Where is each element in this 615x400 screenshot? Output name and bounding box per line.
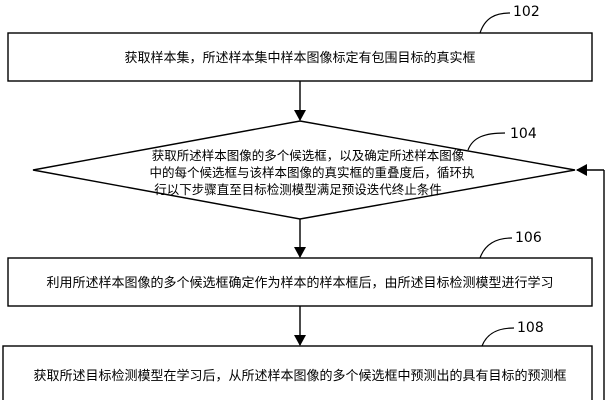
- step-102-leader: [479, 12, 511, 34]
- step-108-box: [2, 345, 593, 400]
- step-108-label: 获取所述目标检测模型在学习后，从所述样本图像的多个候选框中预测出的具有目标的预测…: [33, 368, 566, 384]
- step-108: 获取所述目标检测模型在学习后，从所述样本图像的多个候选框中预测出的具有目标的预测…: [2, 320, 593, 400]
- step-106-label: 利用所述样本图像的多个候选框确定作为样本的样本框后，由所述目标检测模型进行学习: [46, 275, 553, 291]
- step-104: 获取所述样本图像的多个候选框，以及确定所述样本图像 中的每个候选框与该样本图像的…: [32, 120, 576, 220]
- loop-back-arrow: [576, 164, 605, 400]
- step-106-number: 106: [515, 230, 542, 246]
- step-102-number: 102: [513, 4, 540, 20]
- step-104-number: 104: [510, 126, 537, 142]
- step-102-box: [7, 32, 593, 82]
- step-104-leader: [467, 132, 506, 151]
- step-104-line-1: 获取所述样本图像的多个候选框，以及确定所述样本图像: [152, 148, 465, 163]
- step-106-leader: [479, 237, 513, 259]
- step-108-number: 108: [517, 320, 544, 336]
- step-102: 获取样本集，所述样本集中样本图像标定有包围目标的真实框 102: [7, 4, 593, 82]
- step-108-leader: [481, 327, 515, 347]
- step-104-line-3: 行以下步骤直至目标检测模型满足预设迭代终止条件: [154, 182, 442, 197]
- step-104-line-2: 中的每个候选框与该样本图像的真实框的重叠度后，循环执: [149, 165, 475, 180]
- step-102-label: 获取样本集，所述样本集中样本图像标定有包围目标的真实框: [124, 50, 475, 66]
